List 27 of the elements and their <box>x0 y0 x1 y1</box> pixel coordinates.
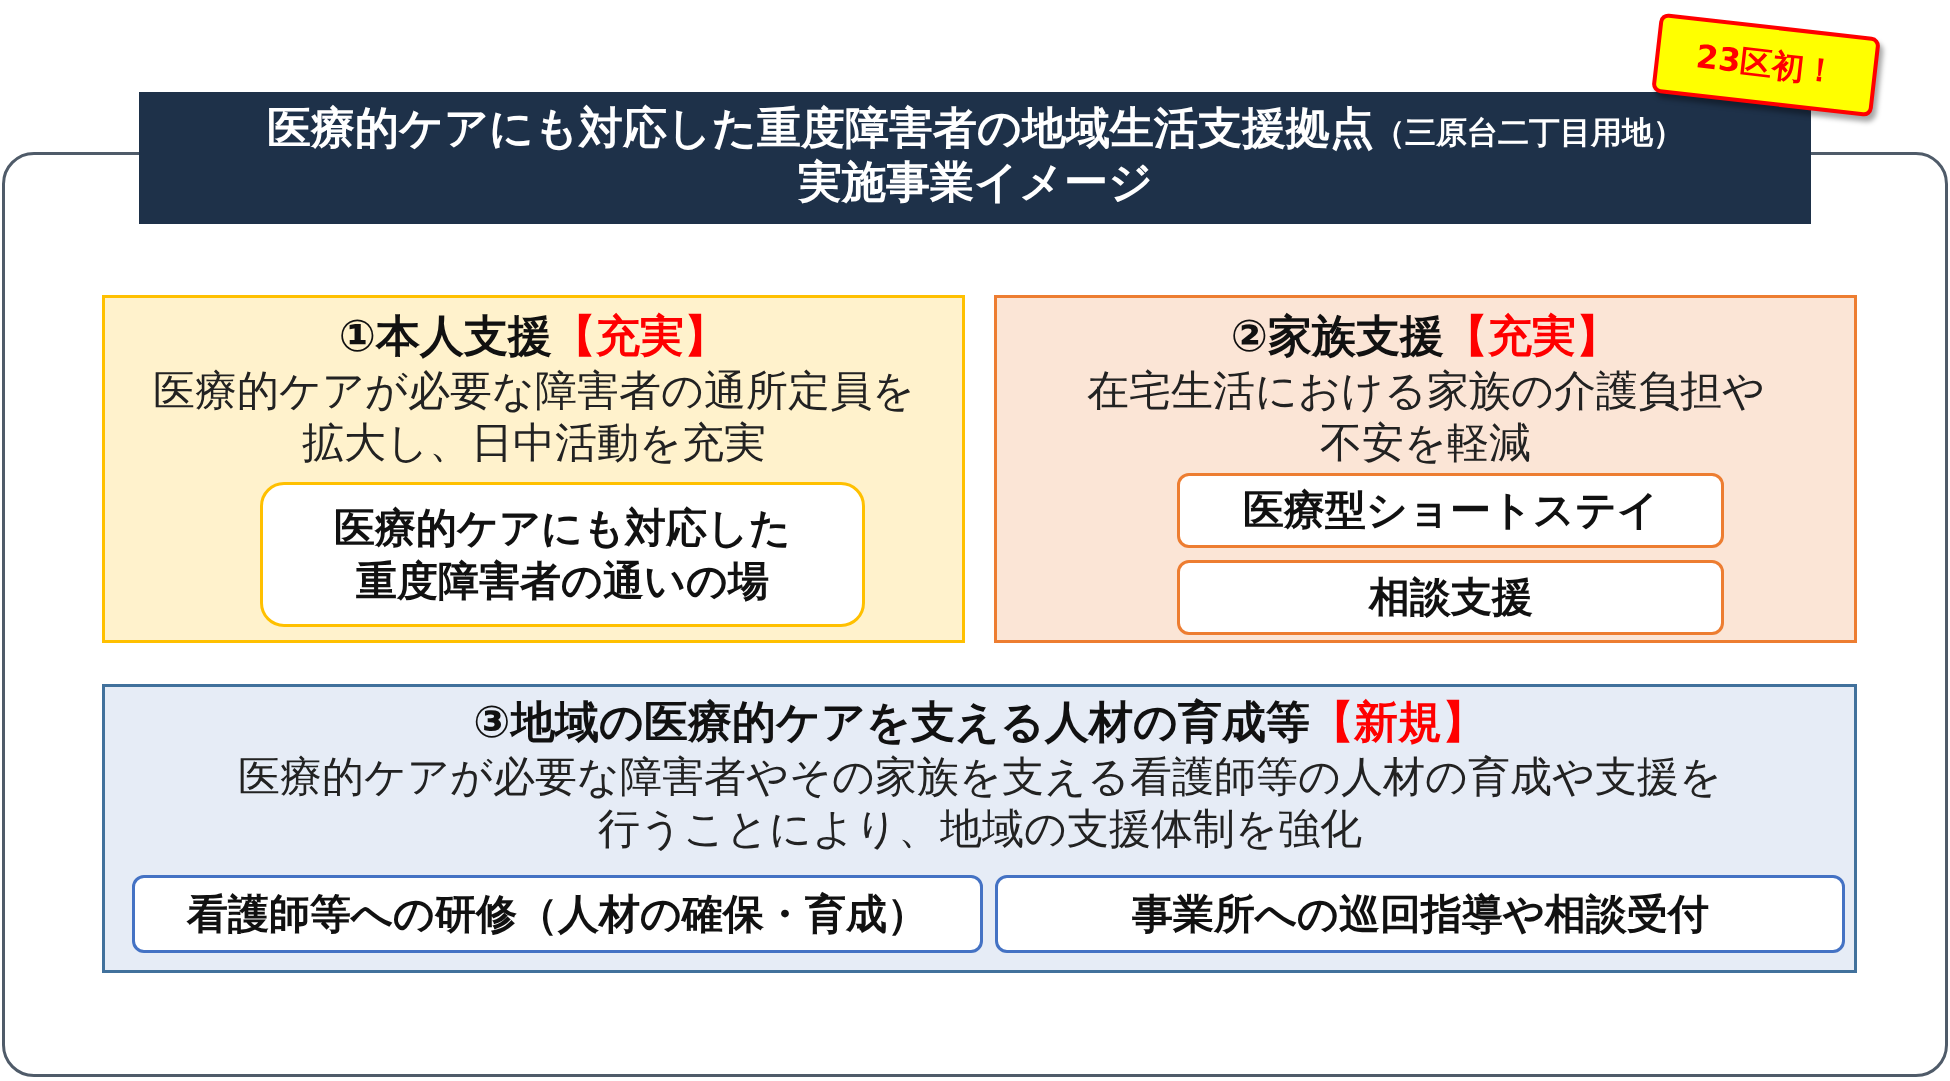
badge-text: 23区初！ <box>1693 36 1839 93</box>
service-label: 事業所への巡回指導や相談受付 <box>1131 888 1709 940</box>
panel <box>994 295 1857 643</box>
panel-heading: ②家族支援 <box>1230 310 1445 361</box>
title-text: 医療的ケアにも対応した重度障害者の地域生活支援拠点 <box>266 102 1374 153</box>
service-label: 看護師等への研修（人材の確保・育成） <box>187 888 928 940</box>
service-card <box>260 482 865 627</box>
status-tag: 【新規】 <box>1309 696 1486 747</box>
service-card <box>132 875 983 953</box>
service-label: 医療的ケアにも対応した重度障害者の通いの場 <box>333 502 792 607</box>
service-card <box>995 875 1845 953</box>
panel <box>102 295 965 643</box>
panel-heading: ①本人支援 <box>338 310 553 361</box>
service-label: 相談支援 <box>1368 572 1533 623</box>
status-tag: 【充実】 <box>1444 310 1621 361</box>
title-band <box>139 92 1811 224</box>
subtitle-text: （三原台二丁目用地） <box>1373 114 1684 150</box>
description-text: 医療的ケアが必要な障害者の通所定員を拡大し、日中活動を充実 <box>151 365 916 469</box>
service-card <box>1177 560 1724 635</box>
service-label: 医療型ショートステイ <box>1242 485 1659 536</box>
service-card <box>1177 473 1724 548</box>
description-text: 医療的ケアが必要な障害者やその家族を支える看護師等の人材の育成や支援を行うことにより、地域の支援体制を強化 <box>236 751 1723 855</box>
status-tag: 【充実】 <box>552 310 729 361</box>
panel <box>102 684 1857 973</box>
panel-heading: ③地域の医療的ケアを支える人材の育成等 <box>473 696 1310 747</box>
description-text: 在宅生活における家族の介護負担や不安を軽減 <box>1085 365 1766 469</box>
title-text: 実施事業イメージ <box>797 156 1153 207</box>
